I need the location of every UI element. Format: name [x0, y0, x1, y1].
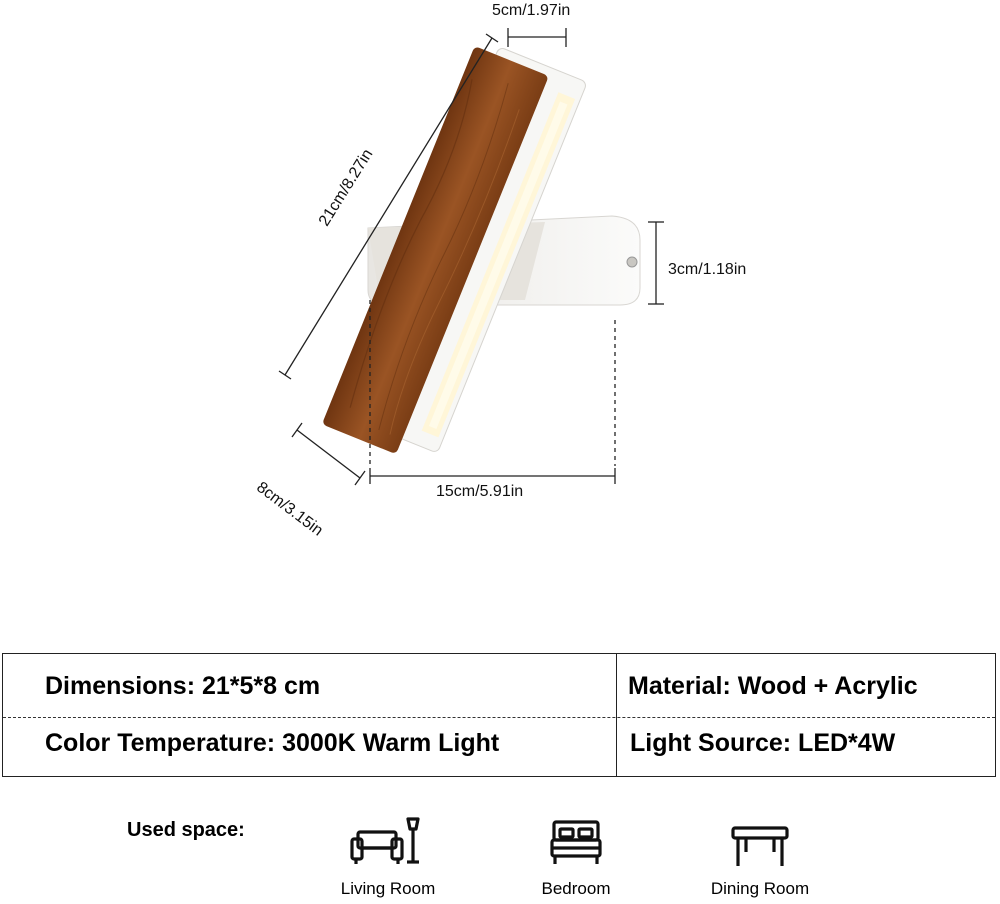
width-bottom-label: 15cm/5.91in — [436, 483, 524, 500]
table-icon — [731, 826, 789, 866]
sofa-lamp-icon — [350, 817, 420, 864]
room-living-room: Living Room — [326, 815, 450, 899]
room-label-dining-room: Dining Room — [710, 879, 810, 898]
spec-light-source: Light Source: LED*4W — [630, 729, 896, 757]
used-space-label: Used space: — [127, 819, 245, 841]
spec-material: Material: Wood + Acrylic — [628, 672, 918, 700]
spec-dimensions: Dimensions: 21*5*8 cm — [45, 672, 321, 700]
height-right-label: 3cm/1.18in — [668, 261, 747, 278]
room-label-living-room: Living Room — [340, 879, 436, 898]
bed-icon — [550, 820, 602, 864]
dimension-lines — [278, 28, 664, 486]
product-illustration: 5cm/1.97in 21cm/8.27in 3cm/1.18in 8cm/3.… — [253, 2, 747, 540]
width-top-label: 5cm/1.97in — [492, 2, 571, 19]
wood-bar — [323, 47, 548, 453]
specs-column-divider — [616, 654, 617, 776]
room-bedroom: Bedroom — [528, 818, 624, 899]
room-label-bedroom: Bedroom — [541, 879, 611, 898]
specs-row-divider — [3, 717, 995, 718]
room-dining-room: Dining Room — [700, 818, 820, 899]
wall-lamp-drawing — [278, 28, 664, 486]
spec-color-temperature: Color Temperature: 3000K Warm Light — [45, 729, 500, 757]
specs-table: Dimensions: 21*5*8 cm Material: Wood + A… — [2, 653, 996, 777]
